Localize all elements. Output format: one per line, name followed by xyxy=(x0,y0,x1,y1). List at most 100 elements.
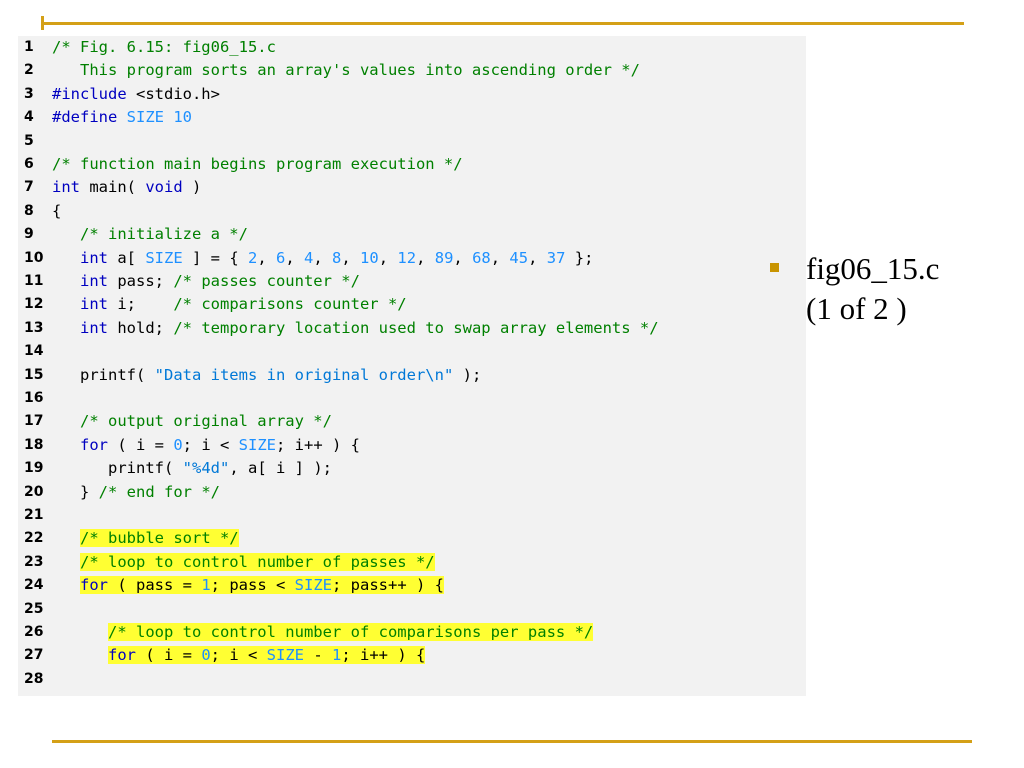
line-number: 27 xyxy=(24,647,44,664)
line-number: 8 xyxy=(24,202,34,219)
line-number: 2 xyxy=(24,62,34,79)
code-segment: int a[ SIZE ] = { 2, 6, 4, 8, 10, 12, 89… xyxy=(80,249,593,267)
line-number: 11 xyxy=(24,273,44,289)
line-number: 15 xyxy=(24,366,44,383)
code-token: , xyxy=(378,248,398,267)
code-line: 5 xyxy=(18,130,806,153)
code-line: 3 #include <stdio.h> xyxy=(18,83,806,106)
code-text: int hold; /* temporary location used to … xyxy=(52,317,659,340)
code-segment: int main( void ) xyxy=(52,178,201,196)
code-indent xyxy=(52,646,108,664)
code-line: 6 /* function main begins program executi… xyxy=(18,153,806,176)
code-token: int xyxy=(80,248,108,267)
code-line: 19 printf( "%4d", a[ i ] ); xyxy=(18,457,806,480)
line-number: 6 xyxy=(24,156,34,172)
highlighted-code: /* bubble sort */ xyxy=(80,529,239,548)
code-text: int a[ SIZE ] = { 2, 6, 4, 8, 10, 12, 89… xyxy=(52,247,593,270)
code-token: 2 xyxy=(247,248,258,267)
line-number: 3 xyxy=(24,85,34,102)
code-segment: } /* end for */ xyxy=(52,483,220,501)
code-token: /* loop to control number of passes */ xyxy=(80,552,435,571)
code-line: 21 xyxy=(18,504,806,527)
code-token: , xyxy=(257,248,276,267)
code-token: ; i < xyxy=(182,435,239,454)
code-text: /* function main begins program executio… xyxy=(52,153,463,176)
code-line: 9 /* initialize a */ xyxy=(18,223,806,246)
code-token: ) xyxy=(182,178,202,197)
code-line: 8{ xyxy=(18,200,806,223)
code-segment: /* Fig. 6.15: fig06_15.c xyxy=(52,38,276,56)
code-segment: #define SIZE 10 xyxy=(52,108,192,126)
code-text: int main( void ) xyxy=(52,176,201,199)
code-text: /* bubble sort */ xyxy=(52,527,239,550)
code-token: int xyxy=(80,272,108,290)
code-token: - xyxy=(304,646,332,665)
code-line: 28 xyxy=(18,668,806,691)
code-segment: This program sorts an array's values int… xyxy=(52,61,640,79)
code-line: 25 xyxy=(18,598,806,621)
code-token: ( pass = xyxy=(108,576,202,595)
code-line: 1/* Fig. 6.15: fig06_15.c xyxy=(18,36,806,59)
code-segment: printf( "%4d", a[ i ] ); xyxy=(52,459,332,477)
code-token: hold; xyxy=(108,318,174,337)
code-line: 22 /* bubble sort */ xyxy=(18,527,806,550)
code-token: int xyxy=(80,295,108,314)
code-token: ( i = xyxy=(136,646,202,665)
code-segment: int pass; /* passes counter */ xyxy=(80,272,360,290)
code-segment: /* output original array */ xyxy=(80,412,332,430)
code-token: /* end for */ xyxy=(98,482,220,501)
code-indent xyxy=(52,412,80,430)
line-number: 10 xyxy=(24,249,44,266)
code-indent xyxy=(52,576,80,594)
side-caption-part: (1 of 2 ) xyxy=(806,291,907,326)
code-text: for ( i = 0; i < SIZE; i++ ) { xyxy=(52,434,360,457)
code-line: 26 /* loop to control number of comparis… xyxy=(18,621,806,644)
highlighted-code: /* loop to control number of comparisons… xyxy=(108,623,594,641)
code-token: ] = { xyxy=(182,248,248,267)
code-line: 15 printf( "Data items in original order… xyxy=(18,364,806,387)
code-text: /* loop to control number of comparisons… xyxy=(52,621,594,644)
code-token: SIZE xyxy=(126,108,164,127)
code-line: 11 int pass; /* passes counter */ xyxy=(18,270,806,293)
code-segment: printf( "Data items in original order\n"… xyxy=(52,366,481,384)
code-line: 17 /* output original array */ xyxy=(18,410,806,433)
line-number: 22 xyxy=(24,530,44,547)
code-text: for ( i = 0; i < SIZE - 1; i++ ) { xyxy=(52,644,426,667)
bottom-rule xyxy=(52,740,972,743)
line-number: 20 xyxy=(24,483,44,500)
line-number: 23 xyxy=(24,553,44,570)
code-token: { xyxy=(52,201,62,220)
line-number: 12 xyxy=(24,296,44,313)
code-token: 10 xyxy=(173,108,193,127)
line-number: 16 xyxy=(24,390,44,406)
line-number: 14 xyxy=(24,343,44,360)
code-token: for xyxy=(108,646,136,665)
code-segment: { xyxy=(52,202,61,220)
code-token: /* Fig. 6.15: fig06_15.c xyxy=(52,38,276,56)
code-text: /* Fig. 6.15: fig06_15.c xyxy=(52,36,276,59)
code-line: 4#define SIZE 10 xyxy=(18,106,806,129)
code-text: printf( "%4d", a[ i ] ); xyxy=(52,457,332,480)
code-text: for ( pass = 1; pass < SIZE; pass++ ) { xyxy=(52,574,444,597)
code-token: ); xyxy=(453,365,482,384)
code-token: /* passes counter */ xyxy=(173,272,360,290)
code-token: , xyxy=(528,248,547,267)
code-token: printf( xyxy=(52,459,183,478)
line-number: 13 xyxy=(24,319,44,336)
code-token: int xyxy=(52,178,80,197)
code-line: 24 for ( pass = 1; pass < SIZE; pass++ )… xyxy=(18,574,806,597)
code-token: 1 xyxy=(332,646,342,665)
code-token: int xyxy=(80,318,108,337)
code-token: /* bubble sort */ xyxy=(80,529,239,548)
code-text: /* initialize a */ xyxy=(52,223,248,246)
code-line: 27 for ( i = 0; i < SIZE - 1; i++ ) { xyxy=(18,644,806,667)
code-token: #define xyxy=(52,108,118,127)
code-segment: #include <stdio.h> xyxy=(52,85,220,103)
code-token: SIZE xyxy=(266,646,304,665)
line-number: 26 xyxy=(24,624,44,640)
code-text: int pass; /* passes counter */ xyxy=(52,270,360,293)
code-token: main( xyxy=(80,178,146,197)
code-line: 14 xyxy=(18,340,806,363)
code-indent xyxy=(52,529,80,547)
